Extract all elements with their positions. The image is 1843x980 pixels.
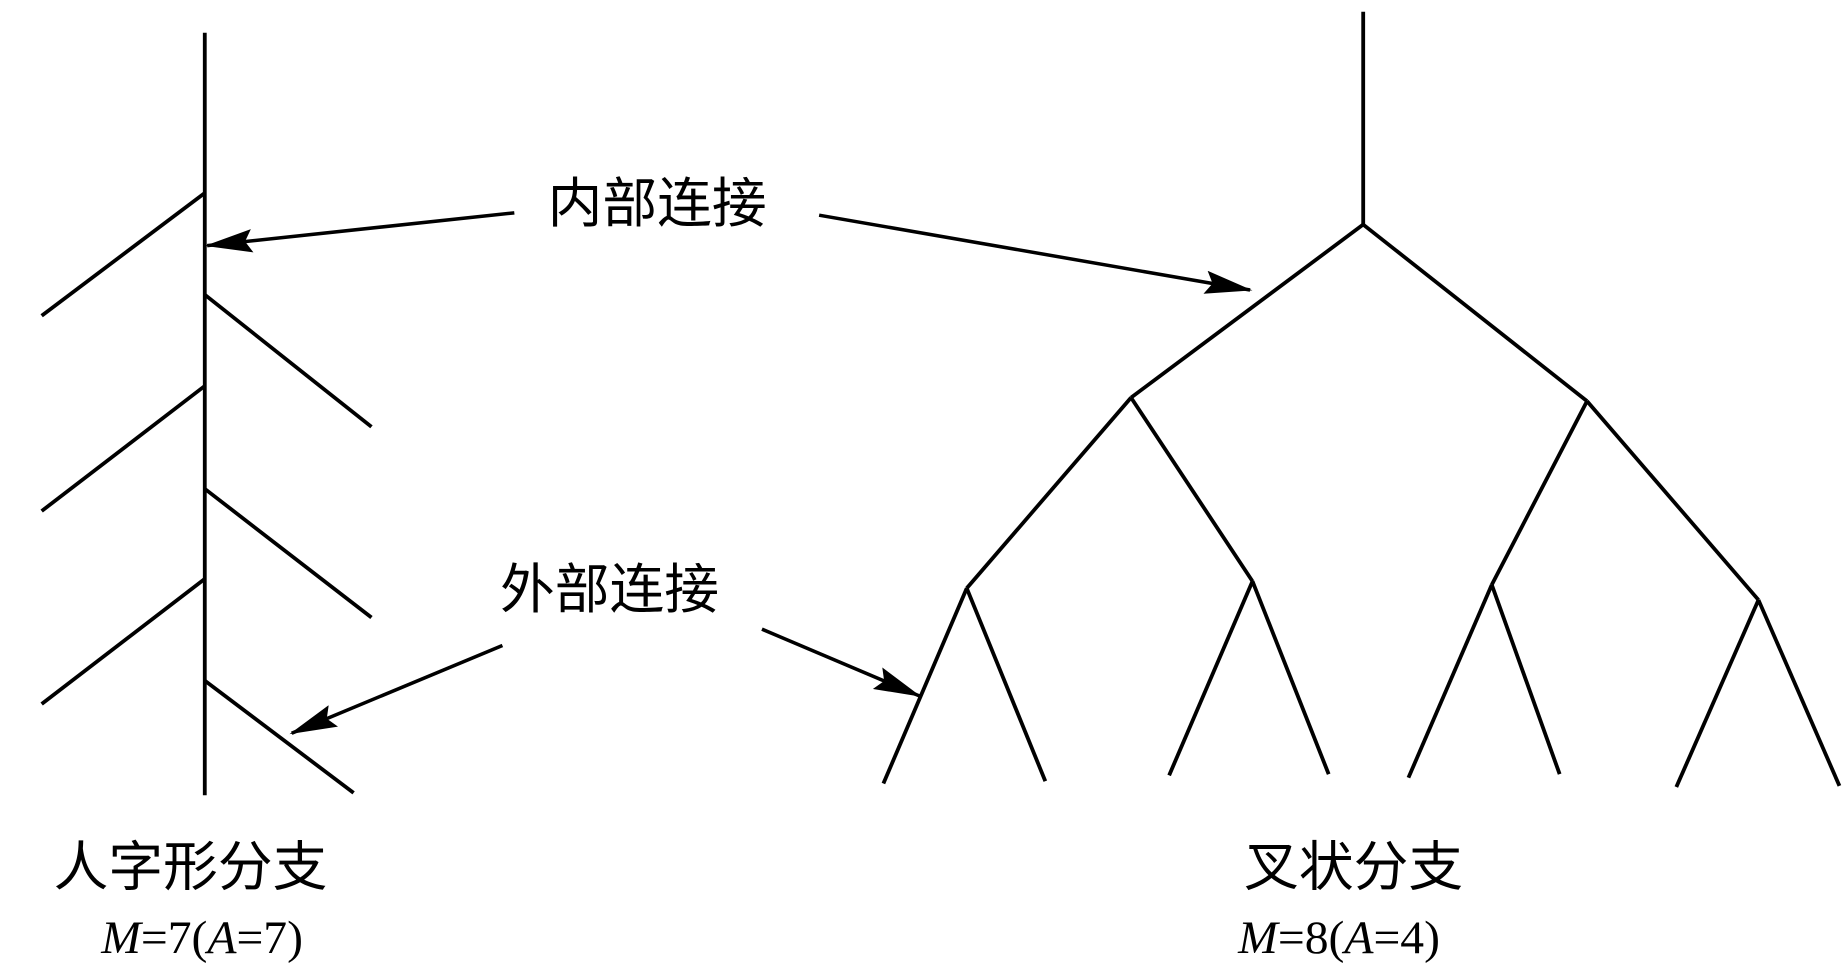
herringbone-branch <box>40 577 206 706</box>
herringbone-title: 人字形分支 <box>54 836 328 898</box>
external-arrow-right <box>761 627 922 698</box>
dichotomous-branch <box>1490 400 1589 586</box>
dichotomous-leaf <box>964 587 1048 782</box>
dichotomous-leaf <box>1674 599 1761 788</box>
formula-part: =7( <box>141 912 208 964</box>
internal-connection-label: 内部连接 <box>548 173 767 235</box>
internal-arrow-left <box>204 211 515 253</box>
dichotomous-title: 叉状分支 <box>1244 836 1463 898</box>
external-arrow-left <box>289 643 504 735</box>
dichotomous-branch <box>1129 396 1255 583</box>
dichotomous-leaf <box>1489 584 1562 775</box>
external-connection-label: 外部连接 <box>500 559 719 621</box>
formula-part: =4) <box>1373 912 1440 964</box>
herringbone-formula: M=7(A=7) <box>100 912 303 964</box>
dichotomous-branch <box>1129 223 1365 400</box>
formula-part: =8( <box>1278 912 1345 964</box>
herringbone-branch <box>40 384 206 513</box>
dichotomous-branch <box>1585 399 1760 602</box>
dichotomous-leaf <box>1167 580 1255 777</box>
dichotomous-leaf <box>1756 599 1842 787</box>
dichotomous-formula: M=8(A=4) <box>1237 912 1440 964</box>
formula-m: M <box>1237 912 1280 964</box>
herringbone-branch <box>40 191 206 318</box>
herringbone-branch <box>203 487 373 619</box>
dichotomous-leaf <box>1406 583 1494 779</box>
dichotomous-tree <box>881 11 1842 788</box>
dichotomous-leaf <box>881 587 969 785</box>
herringbone-tree <box>40 32 373 796</box>
formula-a: A <box>1341 912 1373 964</box>
formula-a: A <box>204 912 236 964</box>
formula-m: M <box>100 912 143 964</box>
dichotomous-branch <box>965 396 1133 590</box>
internal-arrow-right <box>818 213 1253 294</box>
arrows <box>204 211 1253 735</box>
formula-part: =7) <box>236 912 303 964</box>
dichotomous-branch <box>1362 223 1589 403</box>
herringbone-branch <box>203 293 373 429</box>
dichotomous-leaf <box>1250 580 1331 775</box>
herringbone-branch <box>203 679 355 795</box>
